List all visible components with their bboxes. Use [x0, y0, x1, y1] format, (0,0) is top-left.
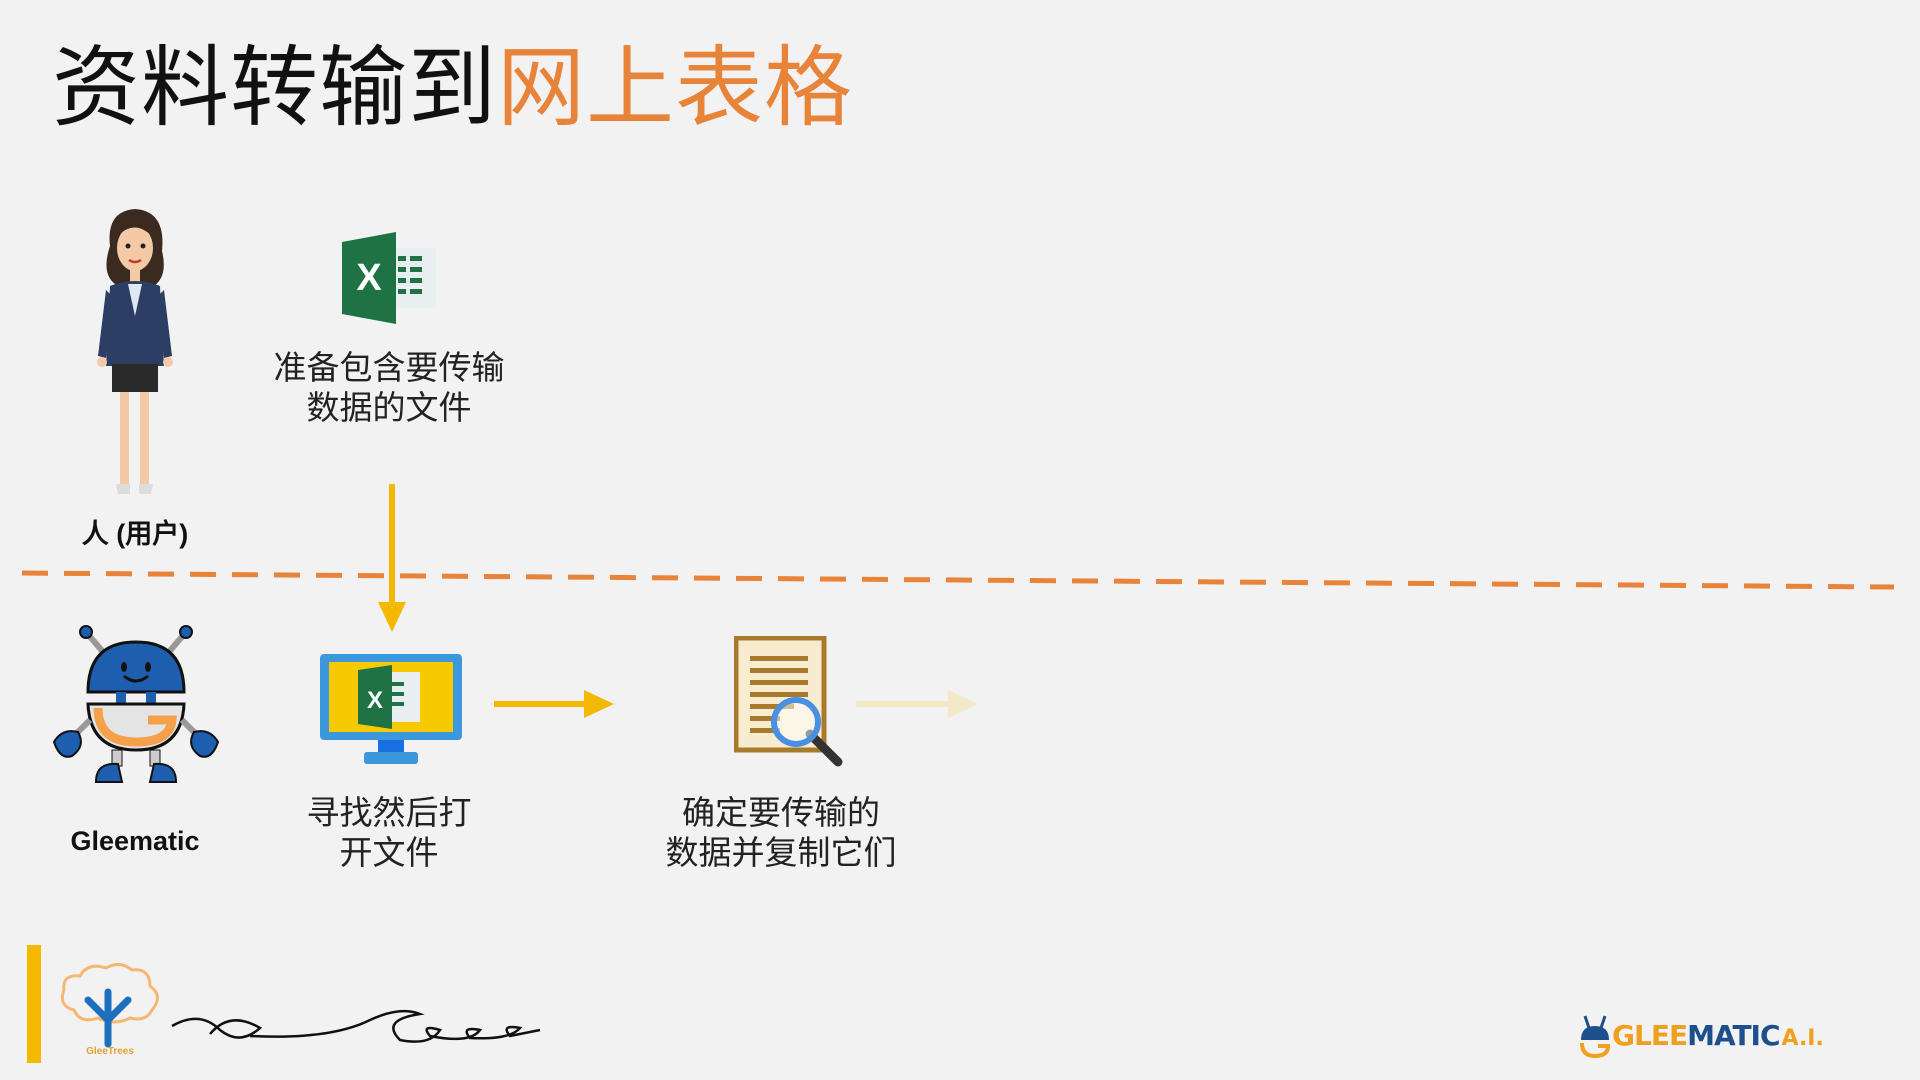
text-line: 数据的文件	[306, 388, 472, 427]
gleematic-label: Gleematic	[70, 826, 200, 856]
page-title: 资料转输到网上表格	[52, 38, 853, 138]
monitor-excel-icon: X	[320, 654, 462, 764]
text-line: 数据并复制它们	[665, 833, 897, 872]
excel-file-icon: X	[342, 232, 436, 324]
decorative-swirl	[171, 1009, 541, 1043]
woman-user-icon	[97, 209, 173, 494]
title-part-highlight: 网上表格	[497, 36, 854, 139]
logo-text-matic: MATIC	[1687, 1018, 1780, 1052]
step-prepare-file-text: 准备包含要传输数据的文件	[229, 348, 549, 428]
text-line: 寻找然后打	[306, 793, 472, 832]
footer-accent-bar	[27, 945, 41, 1063]
title-part-black: 资料转输到	[52, 36, 498, 139]
human-label: 人 (用户)	[81, 519, 189, 549]
faded-right-arrow-icon	[856, 690, 978, 718]
swimlane-divider	[21, 570, 1895, 590]
svg-text:X: X	[356, 257, 382, 299]
gleetrees-logo: GleeTrees	[60, 963, 159, 1057]
text-line: 准备包含要传输	[273, 348, 505, 387]
text-line: 确定要传输的	[682, 793, 880, 832]
gleematic-logo-robot-icon	[1580, 1015, 1611, 1058]
logo-text-glee: GLEE	[1612, 1018, 1688, 1052]
text-line: 开文件	[339, 833, 439, 872]
step-open-file-text: 寻找然后打开文件	[229, 793, 549, 873]
down-arrow-icon	[378, 484, 406, 632]
svg-text:GleeTrees: GleeTrees	[86, 1046, 134, 1057]
right-arrow-icon	[494, 690, 614, 718]
step-copy-data-text: 确定要传输的数据并复制它们	[621, 793, 941, 873]
logo-text-ai: A.I.	[1781, 1025, 1824, 1051]
document-search-icon	[734, 636, 843, 767]
svg-text:X: X	[367, 687, 383, 714]
gleematic-robot-icon	[52, 625, 220, 783]
